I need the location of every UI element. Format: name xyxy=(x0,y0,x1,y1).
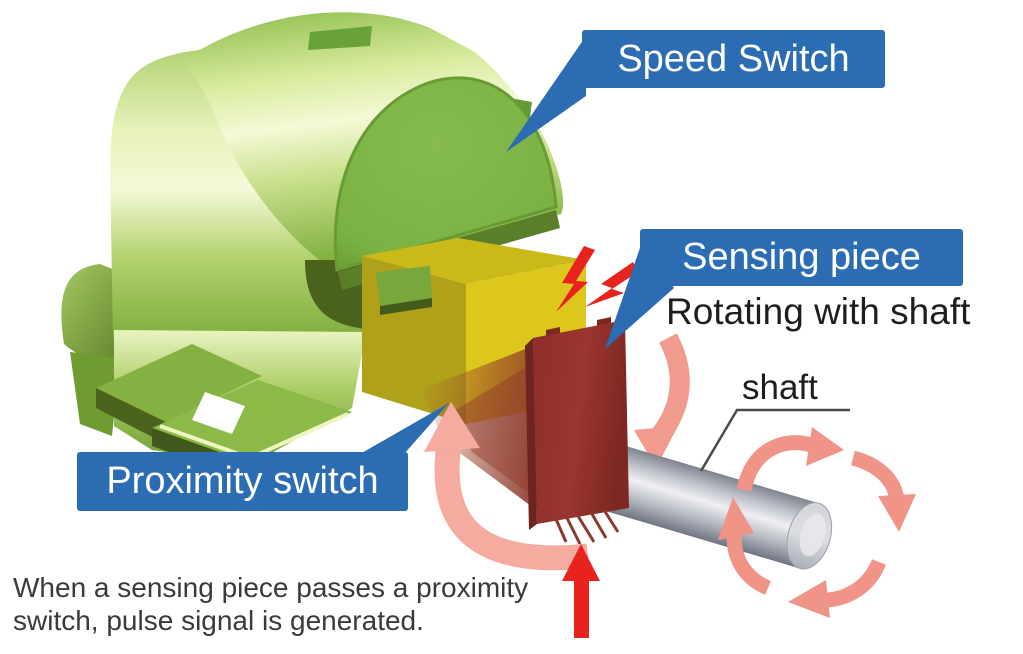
plate-face xyxy=(533,320,629,524)
proximity-switch-label: Proximity switch xyxy=(77,452,408,511)
shaft-label: shaft xyxy=(742,368,818,407)
machine-dome-face xyxy=(333,76,558,272)
machine-foot-back xyxy=(96,344,262,422)
sensing-piece-label: Sensing piece xyxy=(640,229,963,286)
caption-line-1: When a sensing piece passes a proximity xyxy=(13,572,529,603)
sensing-piece-motion-trail-2 xyxy=(452,362,541,502)
pulse-arrow-icon xyxy=(562,544,600,638)
rotation-arrow-icon xyxy=(424,402,590,571)
rotation-arrow-icon xyxy=(788,450,916,618)
machine-left-column xyxy=(70,352,120,436)
speed-switch-label: Speed Switch xyxy=(582,30,885,88)
plate-motion-bristles xyxy=(550,509,620,545)
machine-top-step xyxy=(308,26,372,50)
sensing-piece-motion-trail xyxy=(420,346,543,515)
machine-bracket-tab-edge xyxy=(380,298,432,315)
rotation-arrow-icon xyxy=(634,333,690,468)
machine-foot-notch xyxy=(192,392,245,434)
machine-foot-back-side xyxy=(96,388,166,444)
sensing-piece-plate xyxy=(525,317,629,545)
rotation-arrow-icon xyxy=(718,427,844,595)
machine-bracket-tab xyxy=(376,266,432,306)
plate-edge xyxy=(525,338,537,530)
caption-text: When a sensing piece passes a proximity … xyxy=(13,571,528,637)
spark-icon xyxy=(556,246,638,312)
caption-line-2: switch, pulse signal is generated. xyxy=(13,605,424,636)
rotating-with-shaft-label: Rotating with shaft xyxy=(666,291,971,332)
cube-top-face xyxy=(362,238,586,284)
shaft-leader-line xyxy=(699,408,850,472)
